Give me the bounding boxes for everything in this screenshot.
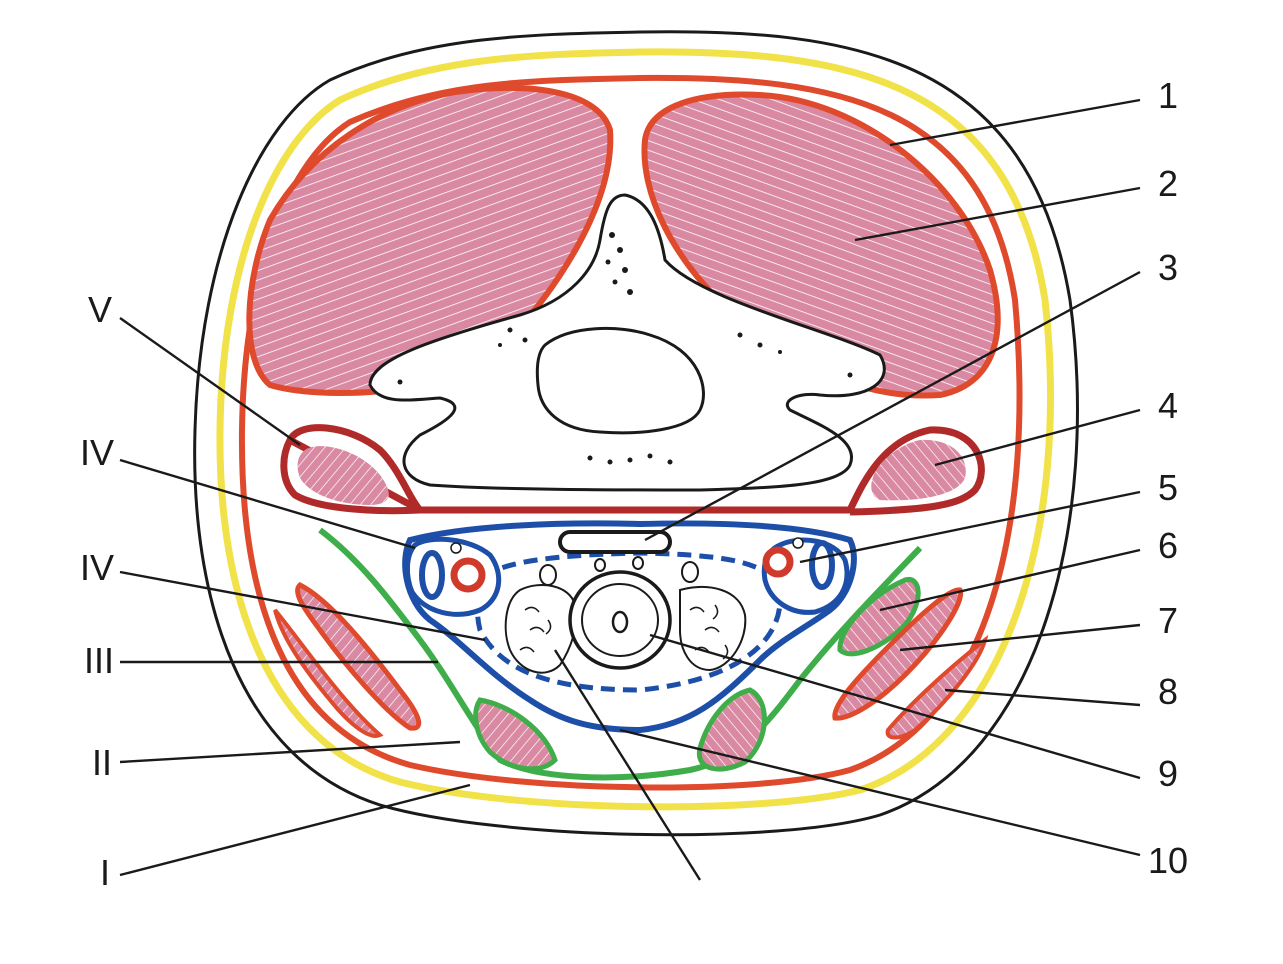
- muscle-right-lateral: [871, 439, 966, 501]
- superficial-fascia-yellow: [216, 48, 1054, 811]
- vertebra: [368, 193, 886, 492]
- leader-IV-lower: [119, 570, 486, 642]
- label-IV-lower: IV: [80, 547, 114, 588]
- label-III: III: [84, 640, 114, 681]
- pretracheal-fascia-green: [318, 527, 923, 781]
- muscle-left-platysma-strip: [273, 608, 384, 738]
- label-IV-upper: IV: [80, 432, 114, 473]
- label-7: 7: [1158, 600, 1178, 641]
- muscle-left-infrahyoid: [473, 697, 558, 772]
- leader-2: [854, 186, 1141, 242]
- left-neurovascular-bundle: [405, 536, 502, 617]
- muscle-right-infrahyoid: [696, 687, 767, 772]
- muscle-left-strap: [295, 582, 422, 731]
- muscle-right-sternocleidomastoid: [837, 576, 921, 657]
- label-5: 5: [1158, 467, 1178, 508]
- trachea: [568, 570, 672, 670]
- label-2: 2: [1158, 163, 1178, 204]
- label-4: 4: [1158, 385, 1178, 426]
- leader-10: [619, 728, 1141, 857]
- label-3: 3: [1158, 247, 1178, 288]
- leader-9: [649, 633, 1141, 780]
- leader-8: [944, 688, 1141, 707]
- label-1: 1: [1158, 75, 1178, 116]
- leader-I: [119, 783, 471, 877]
- leader-5: [799, 490, 1141, 564]
- muscle-right-strap: [832, 587, 964, 721]
- leader-IV-upper: [119, 458, 416, 550]
- leader-II: [119, 740, 461, 764]
- leader-6: [879, 548, 1141, 612]
- label-8: 8: [1158, 671, 1178, 712]
- label-I: I: [100, 852, 110, 893]
- investing-fascia-red: [238, 74, 1023, 791]
- leader-1: [889, 98, 1141, 147]
- label-V: V: [88, 289, 112, 330]
- leader-V: [119, 317, 301, 446]
- esophagus: [558, 530, 672, 554]
- label-9: 9: [1158, 753, 1178, 794]
- deep-fascia-ring: [280, 424, 985, 516]
- leader-4: [934, 408, 1141, 467]
- leader-7: [899, 623, 1141, 652]
- visceral-fascia-blue: [402, 520, 857, 734]
- muscle-right-platysma-strip: [885, 634, 989, 740]
- muscle-left-lateral: [297, 446, 389, 505]
- label-6: 6: [1158, 525, 1178, 566]
- right-neurovascular-bundle: [761, 537, 850, 615]
- leader-3: [644, 270, 1141, 542]
- leader-unlabeled-bottom: [553, 649, 702, 881]
- pretracheal-fascia-dashed: [475, 550, 783, 693]
- label-II: II: [92, 742, 112, 783]
- label-10: 10: [1148, 840, 1188, 881]
